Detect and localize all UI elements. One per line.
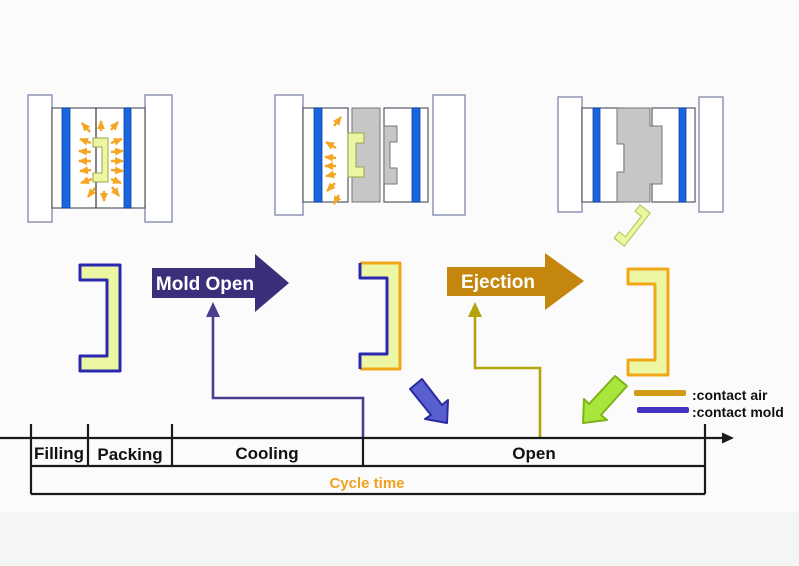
ejection-pointer-arrowhead-icon [468, 302, 482, 317]
ejection-timing-pointer [468, 302, 542, 437]
mold-open-pointer-line [211, 315, 365, 437]
bottom-band [0, 512, 799, 566]
heat-arrow [110, 176, 122, 185]
mold-open-timing-pointer [206, 302, 365, 437]
part-bracket-all-air-contact [626, 267, 670, 377]
blue-down-right-arrow-icon [409, 378, 449, 424]
segment-open-label: Open [512, 444, 555, 463]
mold-stage-ejection-diagram [557, 96, 724, 247]
ejection-block-arrow: Ejection [447, 253, 584, 310]
heat-arrow [332, 116, 342, 127]
mold2-core-block [351, 107, 381, 203]
ejected-part-falling [613, 204, 652, 247]
mold1-cooling-channel-right [123, 107, 132, 209]
mold2-molded-part-on-core [347, 132, 365, 178]
heat-arrow [110, 147, 124, 156]
mold-stage-open-diagram [274, 94, 466, 216]
ejection-pointer-line [473, 315, 542, 437]
heat-flow-arrows-mold1 [78, 120, 124, 202]
mold1-right-plate [144, 94, 173, 223]
mold3-core-block [616, 107, 663, 203]
mold2-left-plate [274, 94, 304, 216]
mold3-right-plate [698, 96, 724, 213]
heat-arrow [81, 122, 91, 133]
mold2-body-right [383, 107, 429, 203]
part-bracket-all-mold-contact [78, 263, 122, 373]
heat-arrow [110, 186, 120, 197]
heat-arrow [326, 182, 336, 192]
mold1-cooling-channel-left [61, 107, 71, 209]
heat-arrow [324, 153, 337, 162]
mold3-left-plate [557, 96, 583, 213]
heat-arrow [80, 176, 93, 185]
mold1-left-plate [27, 94, 53, 223]
green-down-left-arrow-icon [582, 375, 628, 424]
part-bracket-fill [360, 263, 400, 369]
ejection-arrow-shape [447, 253, 584, 310]
mold2-cavity-insert [383, 125, 398, 185]
ejection-label: Ejection [461, 272, 535, 293]
part-edge-contact-air [360, 261, 402, 371]
time-axis-arrowhead-icon [722, 432, 734, 444]
heat-arrow [87, 187, 97, 198]
mold2-cooling-channel-right [411, 107, 421, 203]
heat-arrow [325, 140, 337, 150]
mold-stage-cooling-diagram [27, 94, 173, 223]
mold2-cooling-channel-left [313, 107, 323, 203]
mold-open-arrow-shape [152, 254, 289, 312]
legend: :contact air :contact mold [634, 387, 784, 420]
legend-contact-mold-label: :contact mold [692, 404, 784, 420]
heat-arrow [110, 166, 124, 175]
legend-contact-mold-swatch [637, 407, 689, 413]
part-section-mixed-contact [358, 261, 402, 371]
mold-open-block-arrow: Mold Open [152, 254, 289, 312]
heat-arrow [332, 194, 342, 205]
heat-flow-arrows-mold2 [324, 116, 342, 205]
mold-open-label: Mold Open [156, 274, 254, 295]
cycle-time-label: Cycle time [329, 475, 404, 492]
legend-contact-air-swatch [634, 390, 686, 396]
heat-arrow [79, 166, 92, 175]
heat-arrow [325, 170, 337, 179]
falling-part-shape [613, 204, 652, 247]
mold2-right-plate [432, 94, 466, 216]
heat-arrow [79, 137, 92, 146]
part-section-contact-air [626, 267, 670, 377]
mold2-body-left [302, 107, 349, 203]
heat-arrow [78, 147, 92, 156]
segment-cooling-label: Cooling [235, 444, 298, 463]
part-edge-contact-mold [358, 263, 389, 369]
segment-packing-label: Packing [97, 445, 162, 464]
segment-filling-label: Filling [34, 444, 84, 463]
part-section-contact-mold [78, 263, 122, 373]
mold3-cooling-channel-right [678, 107, 687, 203]
legend-contact-air-label: :contact air [692, 387, 768, 403]
heat-arrow [109, 121, 119, 131]
mold3-cooling-channel-left [592, 107, 601, 203]
cycle-timeline: Filling Packing Cooling Open Cycle time [0, 424, 734, 496]
mold1-molded-part [92, 137, 109, 183]
mold-open-pointer-arrowhead-icon [206, 302, 220, 317]
heat-arrow [110, 137, 123, 146]
